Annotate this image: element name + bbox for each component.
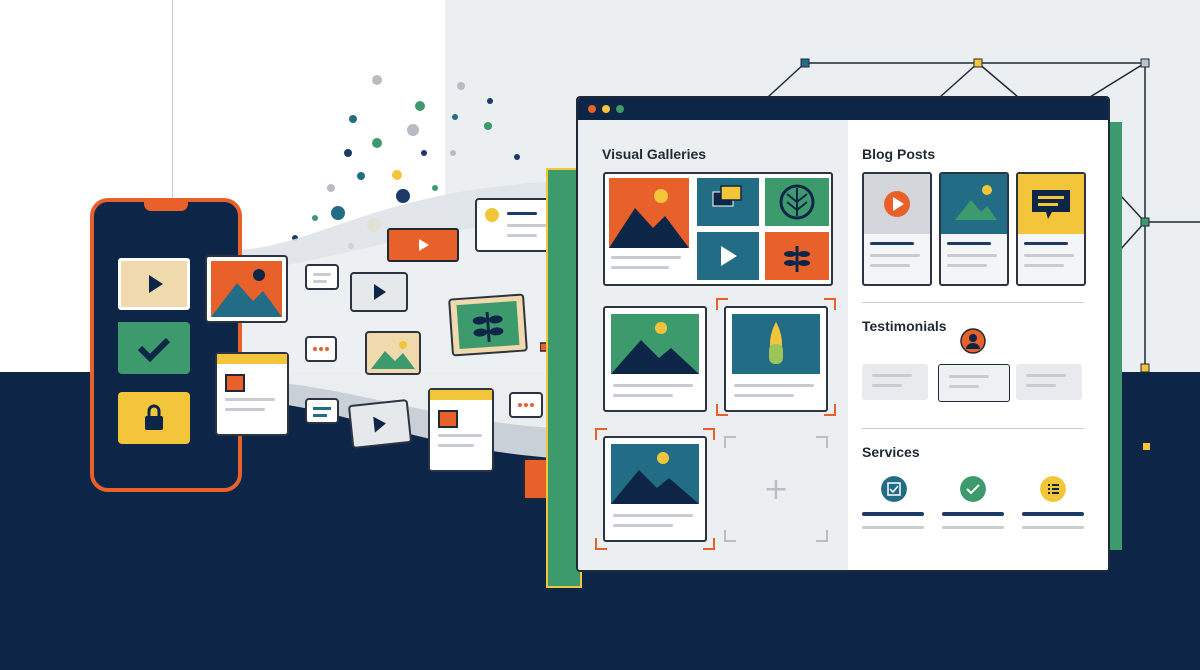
section-title-visual-galleries: Visual Galleries (602, 146, 707, 162)
network-decoration (767, 58, 1200, 373)
decorative-line (172, 0, 173, 200)
window-titlebar (578, 98, 1108, 120)
right-pane: Blog Posts (848, 120, 1108, 570)
selection-corner (595, 538, 607, 550)
phone-folder-check[interactable] (118, 322, 190, 374)
leaf-icon (765, 232, 829, 280)
chat-bubble-small (305, 264, 339, 290)
gallery-card-selected[interactable] (724, 306, 828, 412)
image-icon (211, 261, 282, 317)
service-line (862, 512, 924, 516)
check-icon (960, 476, 986, 502)
leaf-icon (765, 178, 829, 226)
image-icon (609, 178, 689, 248)
decorative-square (1143, 443, 1150, 450)
floating-video-card-2[interactable] (347, 398, 413, 450)
phone-video-card[interactable] (118, 258, 190, 310)
chat-icon (518, 403, 534, 407)
section-divider (862, 428, 1084, 429)
section-divider (862, 302, 1084, 303)
play-icon (373, 416, 386, 433)
selection-corner (824, 298, 836, 310)
chat-icon (697, 178, 759, 226)
check-icon (881, 476, 907, 502)
chat-dots-bubble-2 (509, 392, 543, 418)
service-line (862, 526, 924, 529)
phone-folder-lock[interactable] (118, 392, 190, 444)
selection-corner (824, 404, 836, 416)
play-icon (697, 232, 759, 280)
window-dot-minimize[interactable] (602, 105, 610, 113)
chat-bubble-teal (305, 398, 339, 424)
leaf-icon (456, 300, 520, 350)
window-dot-maximize[interactable] (616, 105, 624, 113)
floating-doc-card-2[interactable] (428, 388, 494, 472)
left-pane: Visual Galleries (578, 120, 848, 570)
window-dot-close[interactable] (588, 105, 596, 113)
particle-dots (292, 75, 520, 249)
selection-corner (703, 538, 715, 550)
chat-icon (313, 347, 329, 351)
floating-image-card-2[interactable] (365, 331, 421, 375)
selection-corner (703, 428, 715, 440)
play-icon (374, 284, 386, 300)
phone-device (90, 198, 242, 492)
phone-notch (144, 202, 188, 211)
service-line (1022, 512, 1084, 516)
service-line (1022, 526, 1084, 529)
floating-leaf-card[interactable] (448, 293, 528, 357)
check-icon (118, 322, 171, 363)
testimonial-bubble (862, 364, 928, 400)
add-icon: + (763, 472, 789, 507)
play-icon (864, 174, 930, 234)
chat-dots-bubble (305, 336, 337, 362)
image-icon (371, 341, 415, 369)
play-icon (419, 239, 429, 251)
selection-corner (716, 298, 728, 310)
floating-video-card[interactable] (350, 272, 408, 312)
section-title-testimonials: Testimonials (862, 318, 947, 334)
testimonial-bubble-selected[interactable] (938, 364, 1010, 402)
gallery-grid-card[interactable] (603, 172, 833, 286)
leaf-icon (732, 314, 820, 374)
lock-icon (145, 404, 163, 430)
gallery-card-landscape-2[interactable] (603, 436, 707, 542)
selection-corner (595, 428, 607, 440)
gallery-card-landscape[interactable] (603, 306, 707, 412)
floating-doc-card[interactable] (215, 352, 289, 436)
list-icon (1040, 476, 1066, 502)
testimonial-bubble-2 (1016, 364, 1082, 400)
service-line (942, 512, 1004, 516)
blog-post-card-image[interactable] (939, 172, 1009, 286)
image-icon (941, 174, 1007, 234)
chat-icon (1018, 174, 1084, 234)
selection-corner (716, 404, 728, 416)
section-title-services: Services (862, 444, 920, 460)
floating-profile-card[interactable] (475, 198, 555, 252)
floating-image-card[interactable] (205, 255, 288, 323)
browser-window: Visual Galleries (576, 96, 1110, 572)
blog-post-card-chat[interactable] (1016, 172, 1086, 286)
avatar-icon (960, 328, 986, 354)
blog-post-card-video[interactable] (862, 172, 932, 286)
service-line (942, 526, 1004, 529)
play-icon (149, 275, 163, 293)
image-icon (611, 314, 699, 374)
empty-slot[interactable]: + (724, 436, 828, 542)
floating-video-banner[interactable] (387, 228, 459, 262)
image-icon (611, 444, 699, 504)
section-title-blog-posts: Blog Posts (862, 146, 936, 162)
